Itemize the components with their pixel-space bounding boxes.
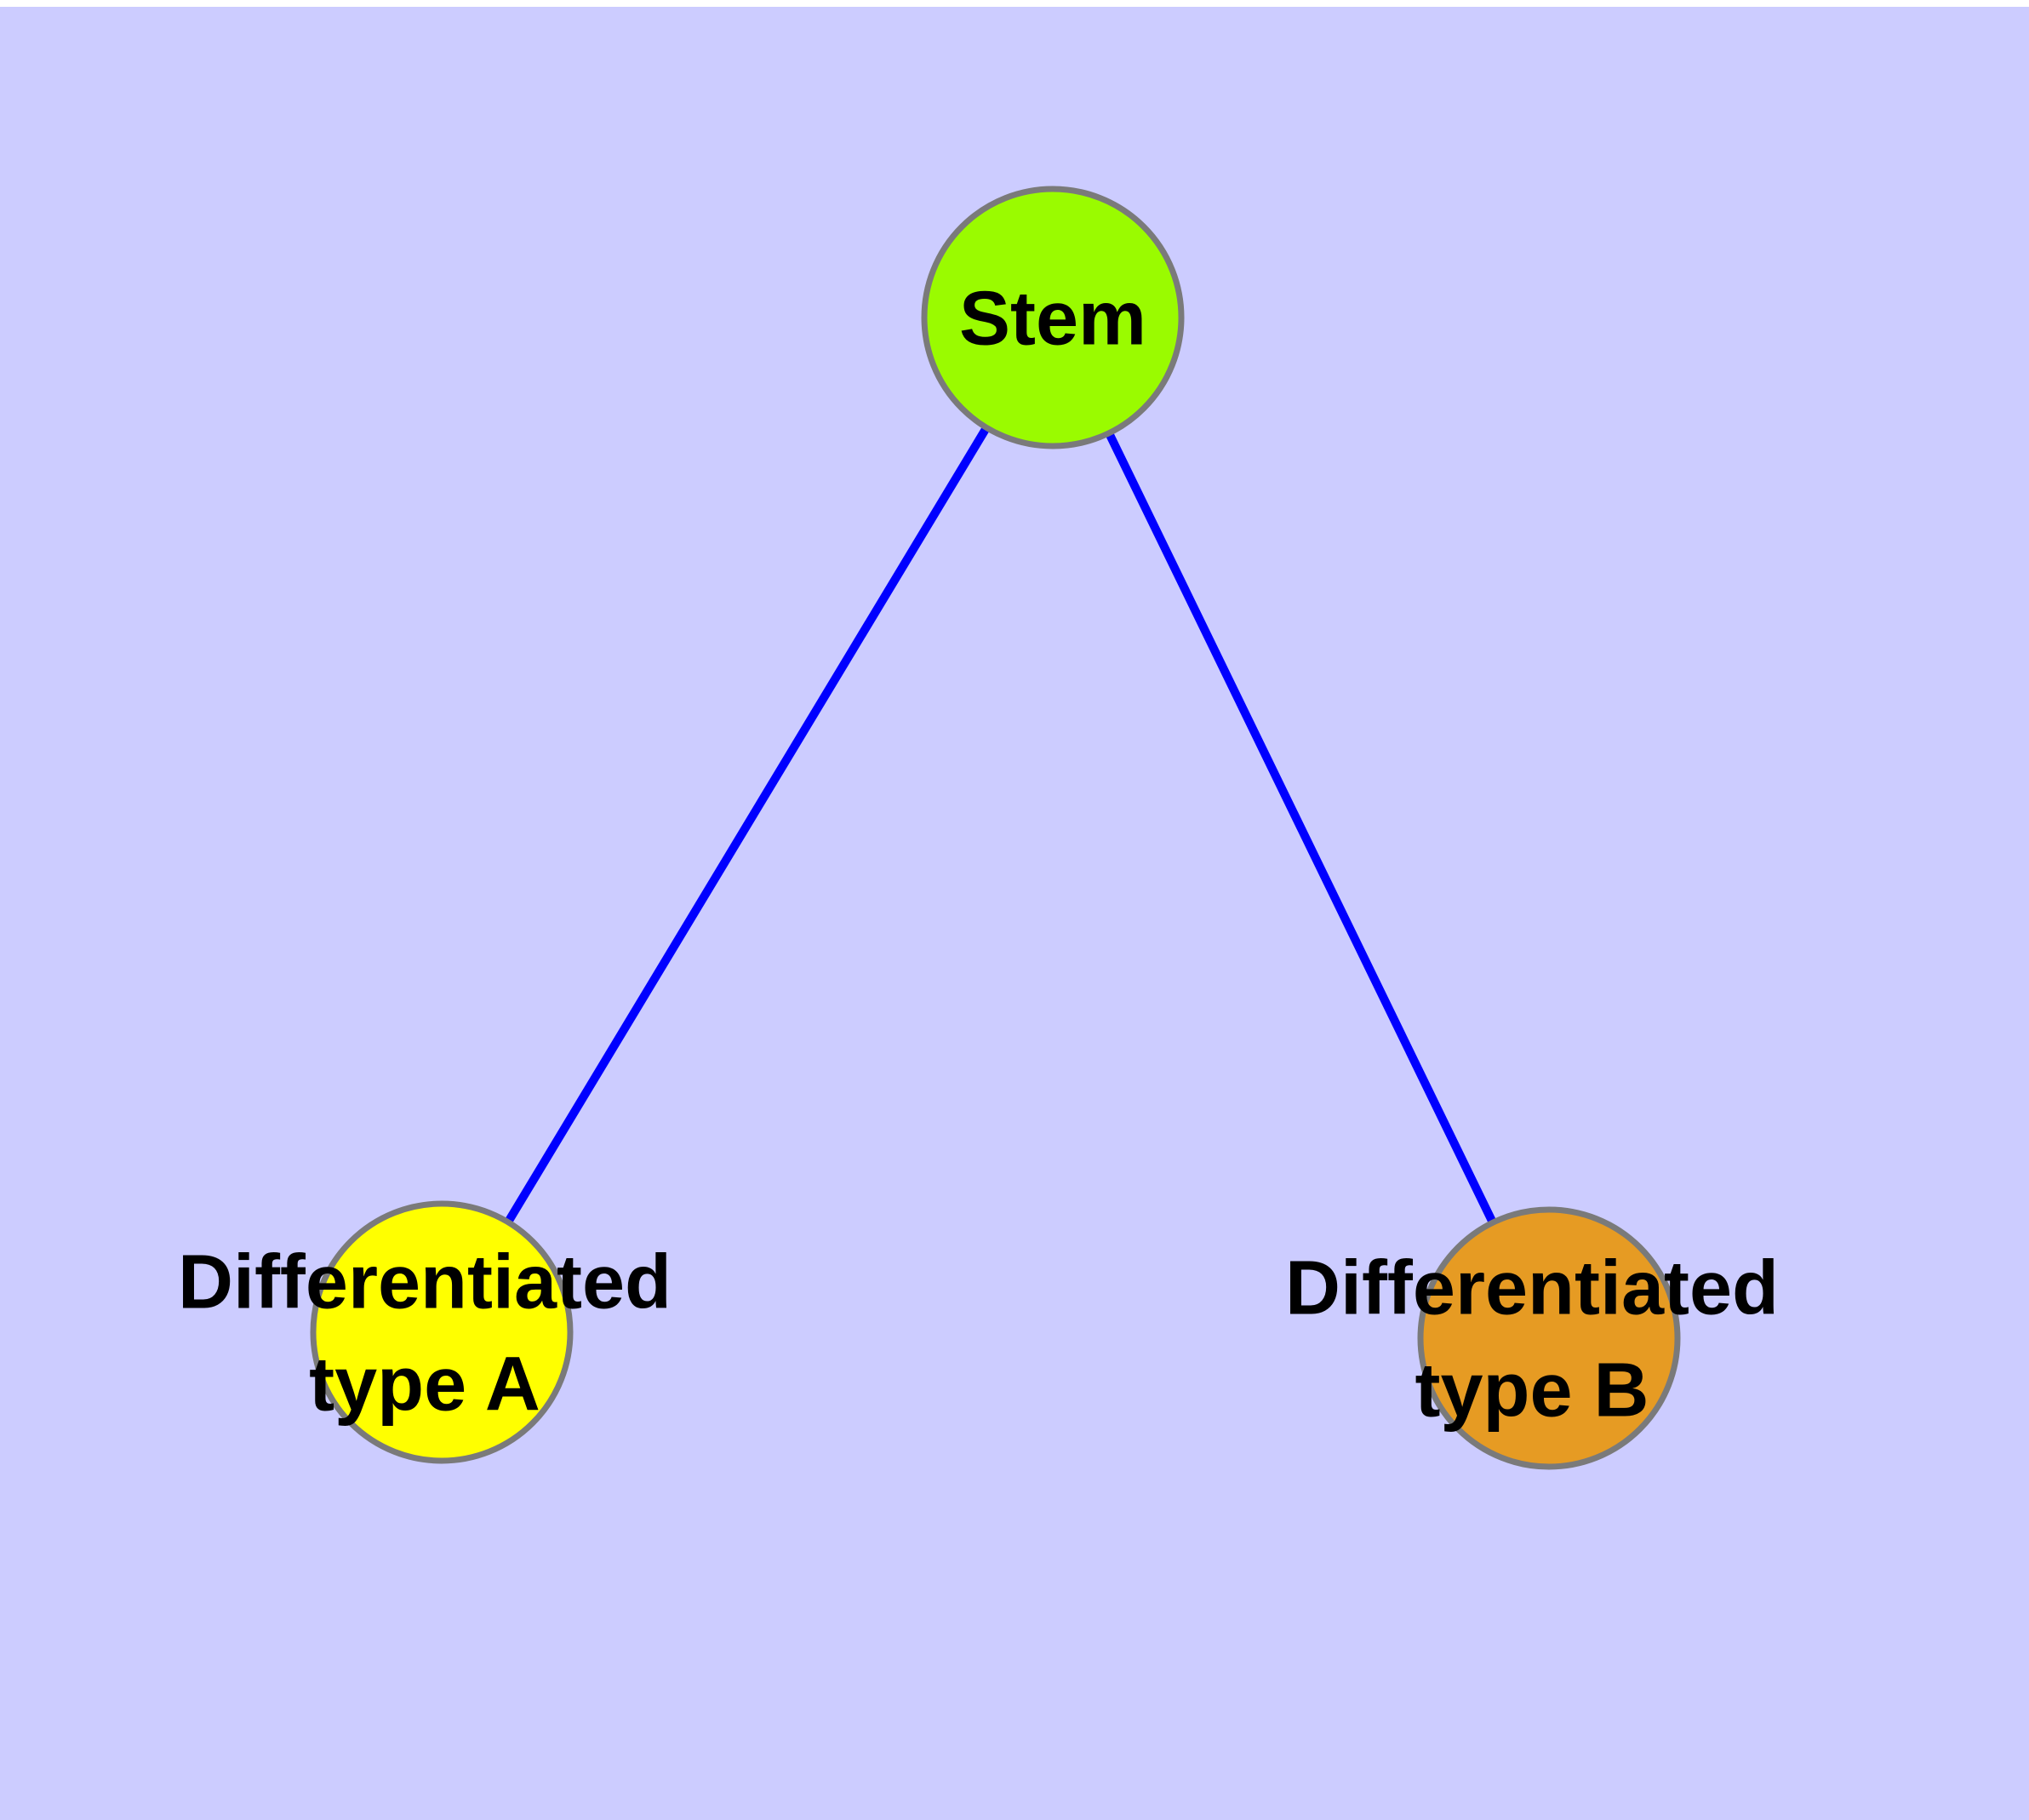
node-differentiated-type-a-circle — [310, 1200, 574, 1464]
node-differentiated-type-b-label: Differentiated type B — [1285, 1246, 1779, 1434]
edge-stem-to-type-a — [437, 315, 1057, 1335]
nodes — [310, 186, 1681, 1470]
edges — [437, 315, 1553, 1341]
node-differentiated-type-a-label-line: type A — [309, 1342, 540, 1428]
node-differentiated-type-a-label: Differentiated type A — [178, 1240, 672, 1428]
node-differentiated-type-b-label-line: type B — [1415, 1348, 1649, 1434]
node-differentiated-type-a-label-line: Differentiated — [178, 1240, 672, 1325]
node-stem-label-line: Stem — [959, 277, 1146, 362]
node-stem-label: Stem — [959, 277, 1146, 362]
node-stem-circle — [921, 186, 1185, 449]
edge-stem-to-type-b — [1049, 315, 1553, 1341]
node-differentiated-type-b-circle — [1417, 1206, 1681, 1470]
node-differentiated-type-b-label-line: Differentiated — [1285, 1246, 1779, 1331]
